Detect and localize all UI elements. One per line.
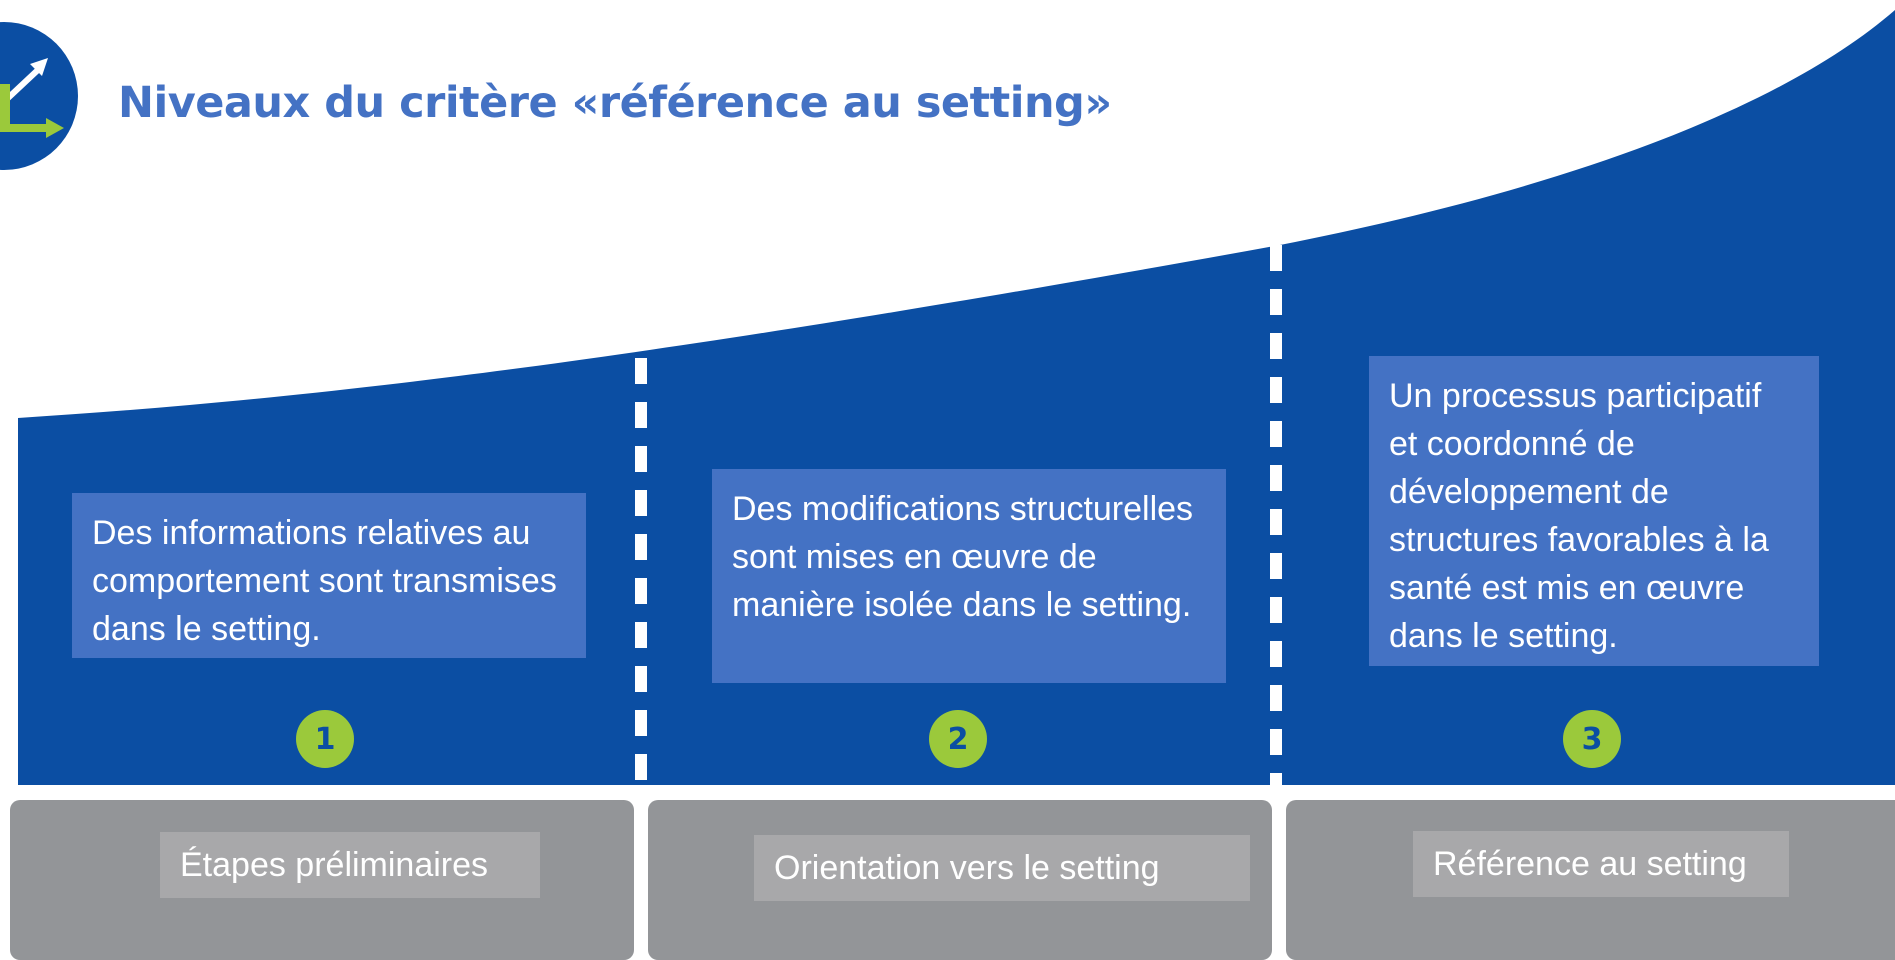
page-title: Niveaux du critère «référence au setting… — [118, 78, 1112, 128]
level-1-number-badge: 1 — [296, 710, 354, 768]
level-2-description: Des modifications structurelles sont mis… — [712, 469, 1226, 683]
level-3-number-badge: 3 — [1563, 710, 1621, 768]
level-3-category-label: Référence au setting — [1413, 831, 1789, 897]
level-1-category-label: Étapes préliminaires — [160, 832, 540, 898]
level-3-description: Un processus participatif et coordonné d… — [1369, 356, 1819, 666]
level-1-description: Des informations relatives au comporteme… — [72, 493, 586, 658]
chart-axes-arrow-icon — [0, 58, 64, 138]
level-2-number-badge: 2 — [929, 710, 987, 768]
level-2-category-label: Orientation vers le setting — [754, 835, 1250, 901]
logo — [0, 22, 78, 170]
